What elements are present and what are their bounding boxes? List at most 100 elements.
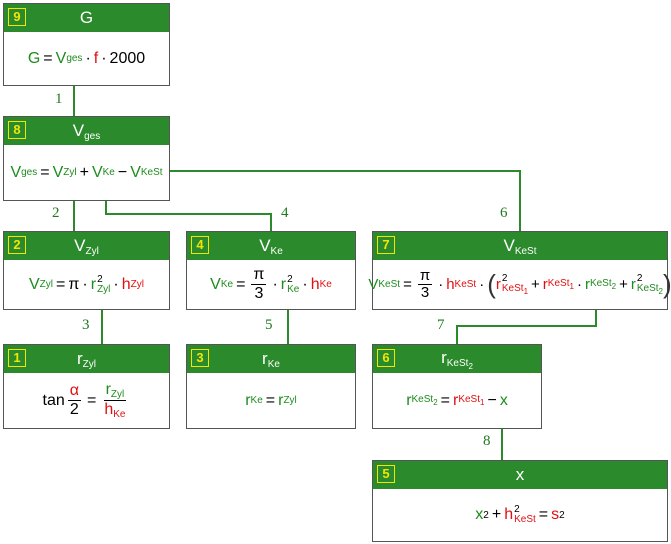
edge-label-5: 5 xyxy=(265,317,273,333)
fraction: rZyl hKe xyxy=(103,381,127,420)
formula-term: r xyxy=(245,391,251,409)
node-number: 5 xyxy=(377,465,395,483)
formula-term: h xyxy=(446,276,455,293)
formula-term: r xyxy=(453,391,459,409)
formula-term: s xyxy=(551,506,560,523)
formula-sub: Zyl xyxy=(39,279,54,290)
node-number: 6 xyxy=(377,349,395,367)
formula-sub: KeSt2 xyxy=(589,278,617,291)
formula-term: h xyxy=(121,275,131,293)
formula-sub: Ke xyxy=(250,395,263,406)
formula-term: r xyxy=(630,276,636,293)
formula-term: V xyxy=(29,275,40,293)
node-title: rKe xyxy=(262,348,280,370)
formula-term: r xyxy=(278,391,284,409)
formula-sub: Zyl xyxy=(63,167,77,178)
formula-pi: π xyxy=(68,275,80,293)
edge-8-7 xyxy=(155,170,521,231)
formula-term: x xyxy=(499,391,508,409)
node-title: G xyxy=(79,8,94,27)
node-title: VKeSt xyxy=(503,235,537,257)
node-header: 2 VZyl xyxy=(4,232,169,260)
formula-sub: KeSt1 xyxy=(547,278,574,291)
node-number: 3 xyxy=(191,349,209,367)
node-number: 2 xyxy=(8,236,26,254)
edge-label-3: 3 xyxy=(82,317,90,333)
node-number: 7 xyxy=(377,236,395,254)
formula-term: r xyxy=(406,391,412,409)
formula-sub: ges xyxy=(66,53,83,64)
formula-term: V xyxy=(52,163,64,181)
node-number: 9 xyxy=(8,8,26,26)
node-number: 4 xyxy=(191,236,209,254)
formula-sub: Ke xyxy=(220,279,234,290)
formula-sub: KeSt xyxy=(454,279,477,290)
formula-term: V xyxy=(55,49,67,67)
node-header: 8 Vges xyxy=(4,117,169,145)
formula-term: V xyxy=(210,275,221,293)
edge-label-4: 4 xyxy=(281,205,289,221)
edge-label-2: 2 xyxy=(52,205,60,221)
formula-func: tan xyxy=(42,391,65,409)
formula-sub: Ke xyxy=(102,167,115,178)
node-header: 4 VKe xyxy=(187,232,355,260)
edge-label-7: 7 xyxy=(437,317,445,333)
formula-sub: Zyl xyxy=(283,395,297,406)
node-header: 3 rKe xyxy=(187,345,355,373)
formula-term: r xyxy=(90,275,97,293)
edge-label-8: 8 xyxy=(483,433,491,449)
node-title: Vges xyxy=(72,120,101,142)
formula-term: G xyxy=(27,49,41,67)
formula-sub: Ke xyxy=(319,279,332,290)
formula-term: r xyxy=(584,276,590,293)
formula-term: r xyxy=(495,276,501,293)
node-title: VKe xyxy=(259,235,283,257)
formula-sub: Zyl xyxy=(130,279,144,290)
formula-sub: KeSt xyxy=(378,279,401,290)
formula-sub: KeSt2 xyxy=(411,394,438,407)
node-number: 8 xyxy=(8,121,26,139)
edge-7-6 xyxy=(456,298,597,344)
formula-const: 2000 xyxy=(109,49,146,67)
node-header: 5 x xyxy=(373,461,667,489)
node-title: rKeSt2 xyxy=(441,347,473,371)
node-title: rZyl xyxy=(76,348,96,370)
formula-term: r xyxy=(542,276,548,293)
node-title: x xyxy=(515,465,525,484)
node-header: 7 VKeSt xyxy=(373,232,667,260)
formula-term: V xyxy=(368,276,379,293)
formula-term: h xyxy=(504,506,514,523)
formula-sub: KeSt xyxy=(140,167,163,178)
formula-term: r xyxy=(280,275,287,293)
formula-term: f xyxy=(93,49,99,67)
edge-label-6: 6 xyxy=(500,205,508,221)
node-header: 9 G xyxy=(4,4,169,32)
formula-term: h xyxy=(310,275,320,293)
formula-sub: KeSt1 xyxy=(458,394,485,407)
edge-label-1: 1 xyxy=(55,91,63,107)
node-title: VZyl xyxy=(74,235,99,257)
formula-term: V xyxy=(130,163,141,181)
node-header: 6 rKeSt2 xyxy=(373,345,541,373)
